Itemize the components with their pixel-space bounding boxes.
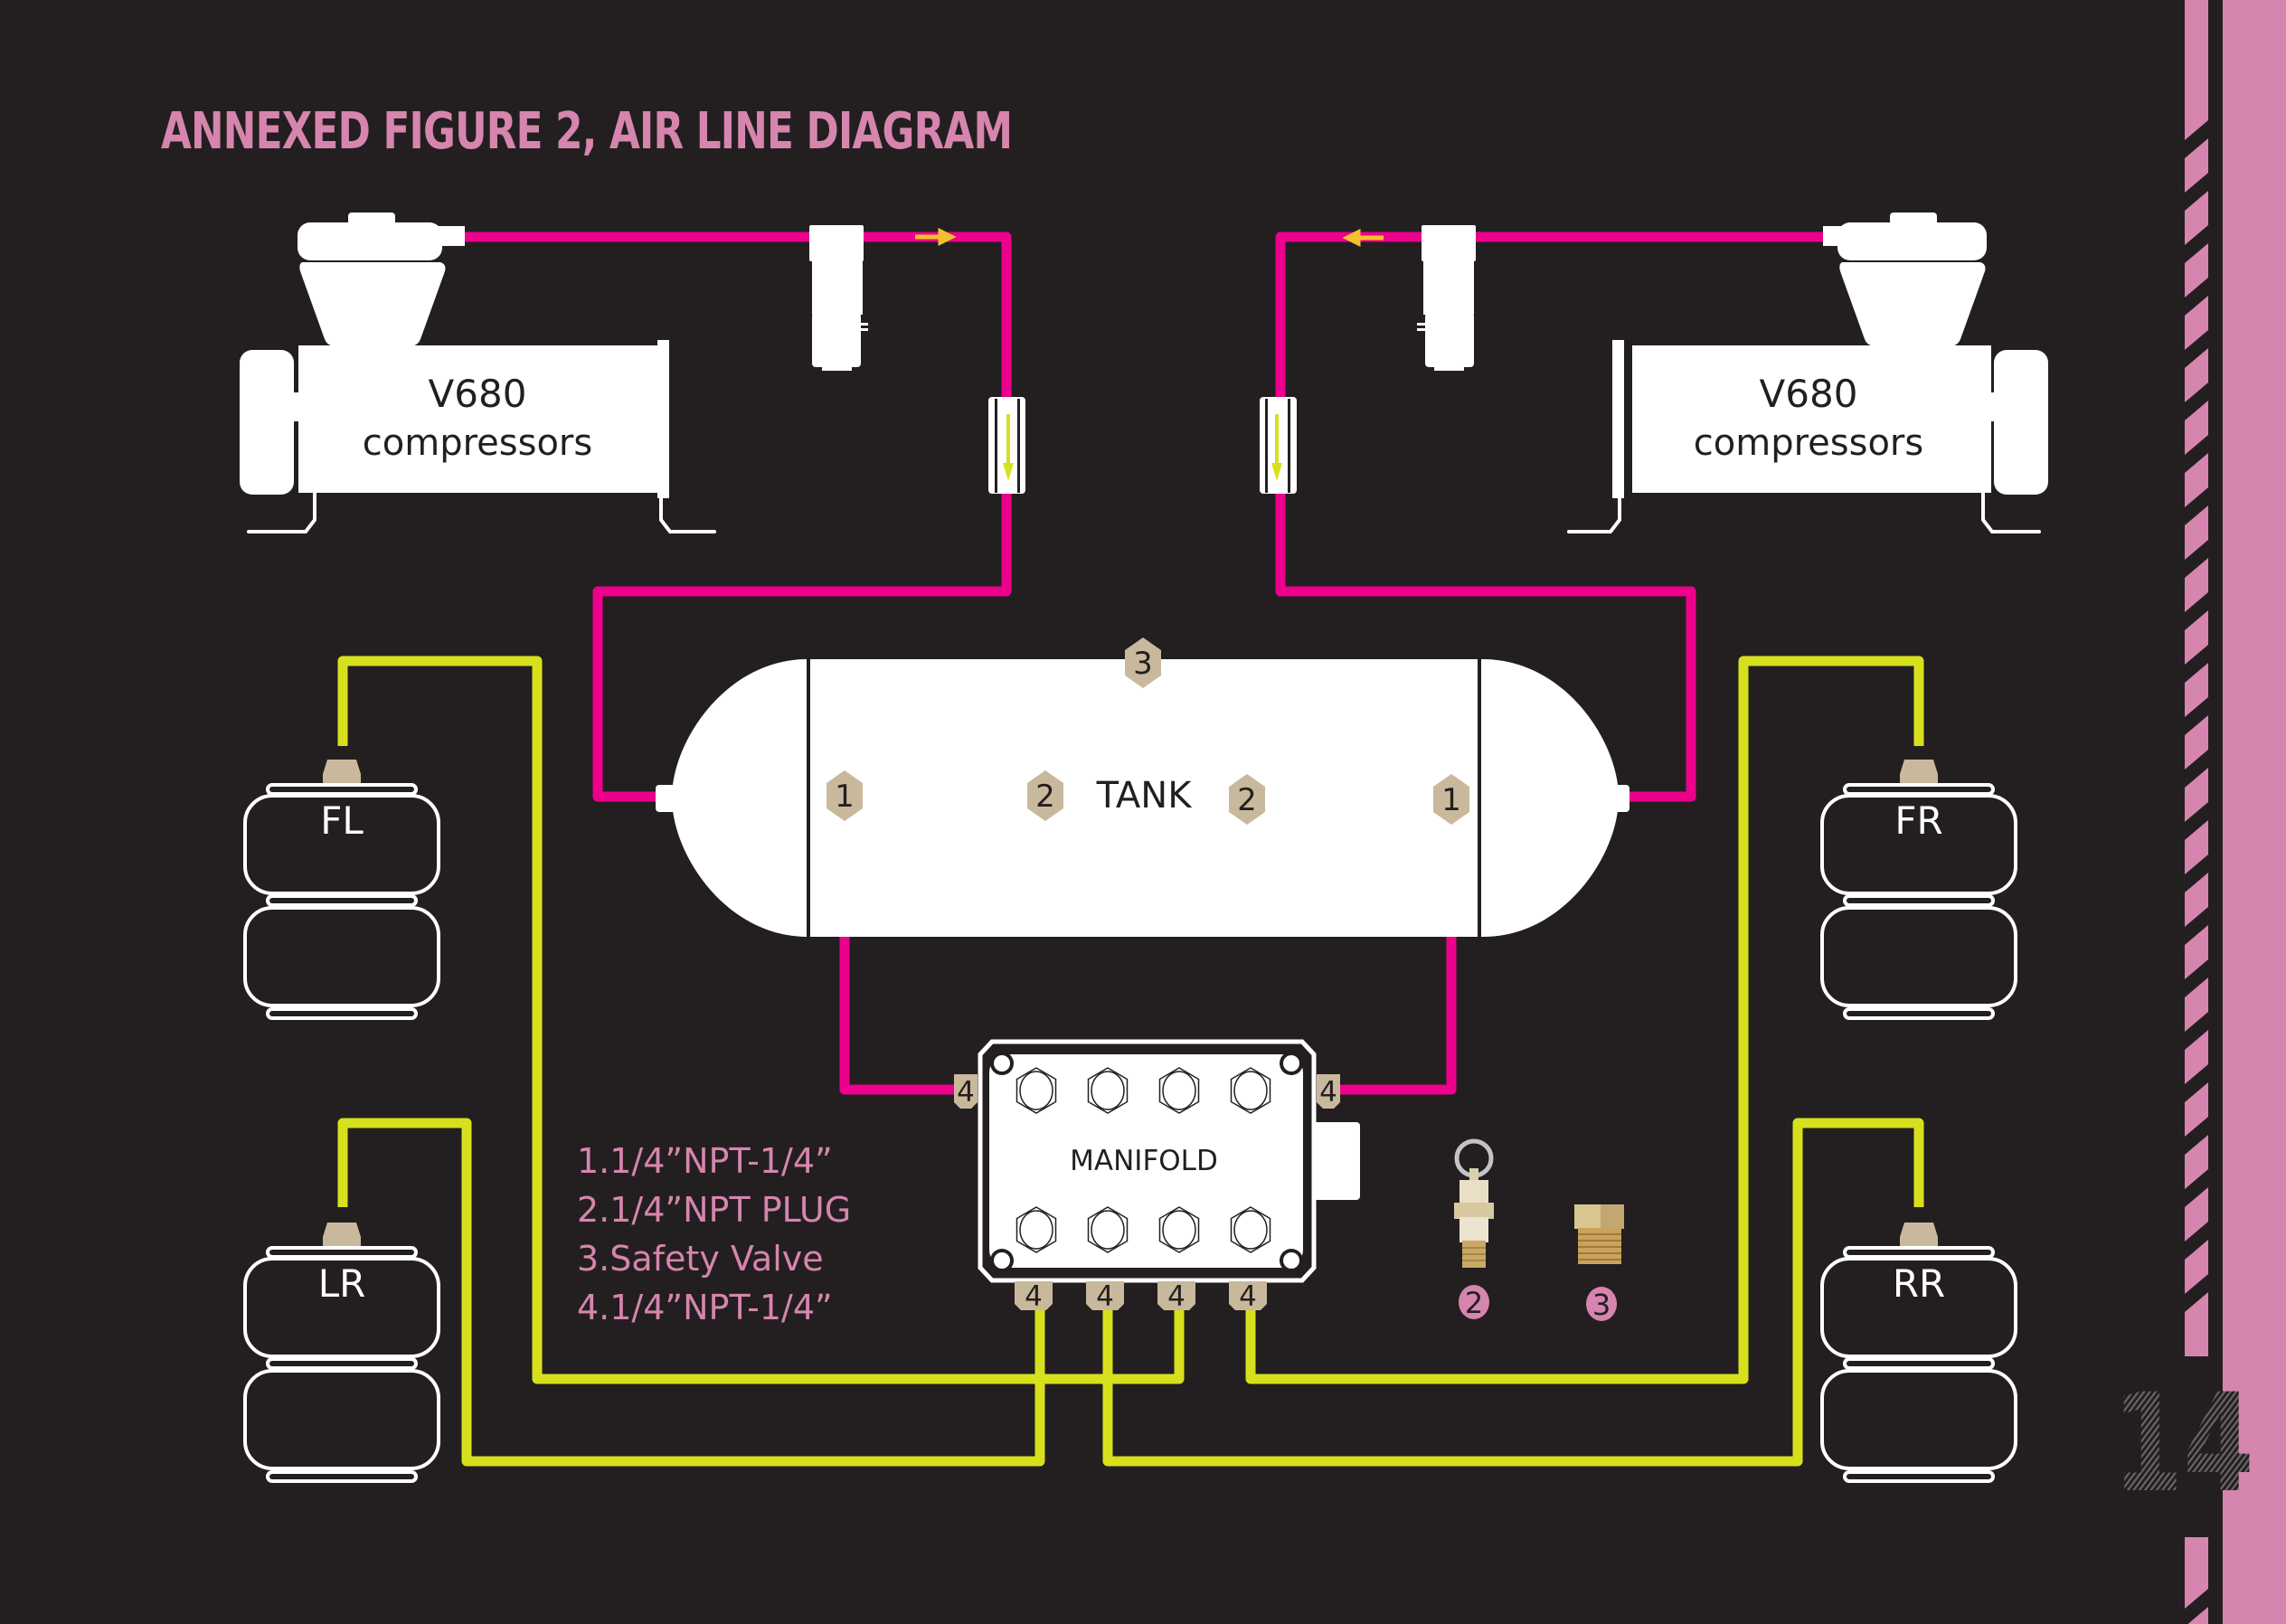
tank-port-safety-valve: 3 [1125, 637, 1161, 688]
safety-valve-part [1454, 1138, 1494, 1268]
legend-item-4: 4.1/4”NPT-1/4” [577, 1288, 833, 1327]
tank-port-outlet-left: 1 [827, 770, 863, 821]
svg-text:1: 1 [835, 779, 855, 815]
air-bag-label: FL [320, 798, 364, 843]
bag-line-fr [1245, 656, 1924, 1384]
plug-badge: 3 [1586, 1287, 1617, 1322]
manifold-port [1015, 1206, 1057, 1253]
check-valve-right [1260, 397, 1297, 494]
air-bag-fr[interactable]: FR [1820, 760, 2017, 1020]
air-bags: FL FR LR RR [243, 760, 2017, 1483]
svg-text:4: 4 [957, 1076, 975, 1109]
check-valve-left [988, 397, 1025, 494]
air-bag-lr[interactable]: LR [243, 1223, 440, 1483]
air-bag-label: RR [1893, 1261, 1945, 1306]
svg-text:2: 2 [1035, 779, 1055, 815]
compressor-right-label: compressors [1694, 422, 1923, 464]
compressor-right-model: V680 [1760, 372, 1858, 416]
safety-valve-badge: 2 [1459, 1285, 1489, 1320]
legend-item-3: 3.Safety Valve [577, 1239, 824, 1279]
svg-text:3: 3 [1592, 1288, 1611, 1322]
flow-arrow-left-icon [1342, 228, 1384, 248]
tank-port-plug-right: 2 [1229, 774, 1265, 825]
manifold-fitting: 4 [1086, 1280, 1124, 1313]
legend-item-2: 2.1/4”NPT PLUG [577, 1190, 851, 1230]
plug-part [1574, 1204, 1624, 1264]
side-stripe [2185, 0, 2286, 1624]
svg-text:4: 4 [1239, 1280, 1257, 1313]
manifold-port [1230, 1067, 1271, 1114]
compressor-left-model: V680 [429, 372, 527, 416]
bag-line-rr [1102, 1118, 1924, 1467]
air-bag-label: FR [1894, 798, 1942, 843]
tank-label: TANK [1096, 775, 1194, 817]
manifold-label: MANIFOLD [1070, 1145, 1218, 1177]
bag-line-lr [337, 1118, 1045, 1467]
flow-arrow-right-icon [915, 227, 957, 247]
page-title: ANNEXED FIGURE 2, AIR LINE DIAGRAM [161, 102, 1013, 161]
manifold-fitting: 4 [1157, 1280, 1195, 1313]
manifold-port [1158, 1067, 1200, 1114]
manifold-port [1230, 1206, 1271, 1253]
tank-port-outlet-right: 1 [1433, 774, 1469, 825]
parts-legend: 1.1/4”NPT-1/4” 2.1/4”NPT PLUG 3.Safety V… [577, 1141, 851, 1327]
svg-text:2: 2 [1237, 782, 1257, 818]
manifold-port [1087, 1067, 1129, 1114]
svg-text:3: 3 [1133, 646, 1153, 682]
svg-text:4: 4 [1025, 1280, 1043, 1313]
manifold[interactable]: MANIFOLD [978, 1039, 1360, 1283]
legend-item-1: 1.1/4”NPT-1/4” [577, 1141, 833, 1181]
svg-text:2: 2 [1465, 1286, 1483, 1320]
compressor-left[interactable]: V680 compressors [240, 212, 716, 533]
air-bag-label: LR [318, 1261, 366, 1306]
manifold-fittings: 4 4 4 4 4 4 [954, 1074, 1340, 1313]
manifold-ports [990, 1052, 1303, 1272]
water-filter-left [809, 225, 868, 371]
air-tank[interactable]: TANK [656, 659, 1629, 937]
bag-lines [337, 656, 1924, 1467]
air-bag-rr[interactable]: RR [1820, 1223, 2017, 1483]
page-number: 14 [2112, 1365, 2254, 1523]
manifold-port [1158, 1206, 1200, 1253]
manifold-fitting: 4 [954, 1074, 978, 1109]
compressor-right[interactable]: V680 compressors [1567, 212, 2048, 533]
air-bag-fl[interactable]: FL [243, 760, 440, 1020]
bag-line-fl [337, 656, 1185, 1384]
compressor-left-label: compressors [363, 422, 592, 464]
manifold-fitting: 4 [1015, 1280, 1053, 1313]
water-filter-right [1417, 225, 1476, 371]
svg-text:4: 4 [1319, 1076, 1337, 1109]
svg-text:4: 4 [1167, 1280, 1186, 1313]
manifold-port [1087, 1206, 1129, 1253]
manifold-port [1015, 1067, 1057, 1114]
manifold-fitting: 4 [1229, 1280, 1267, 1313]
svg-text:4: 4 [1096, 1280, 1114, 1313]
svg-text:1: 1 [1441, 782, 1461, 818]
supply-line-left-compressor [457, 231, 1012, 802]
manifold-fitting: 4 [1317, 1074, 1340, 1109]
tank-port-plug-left: 2 [1027, 770, 1063, 821]
